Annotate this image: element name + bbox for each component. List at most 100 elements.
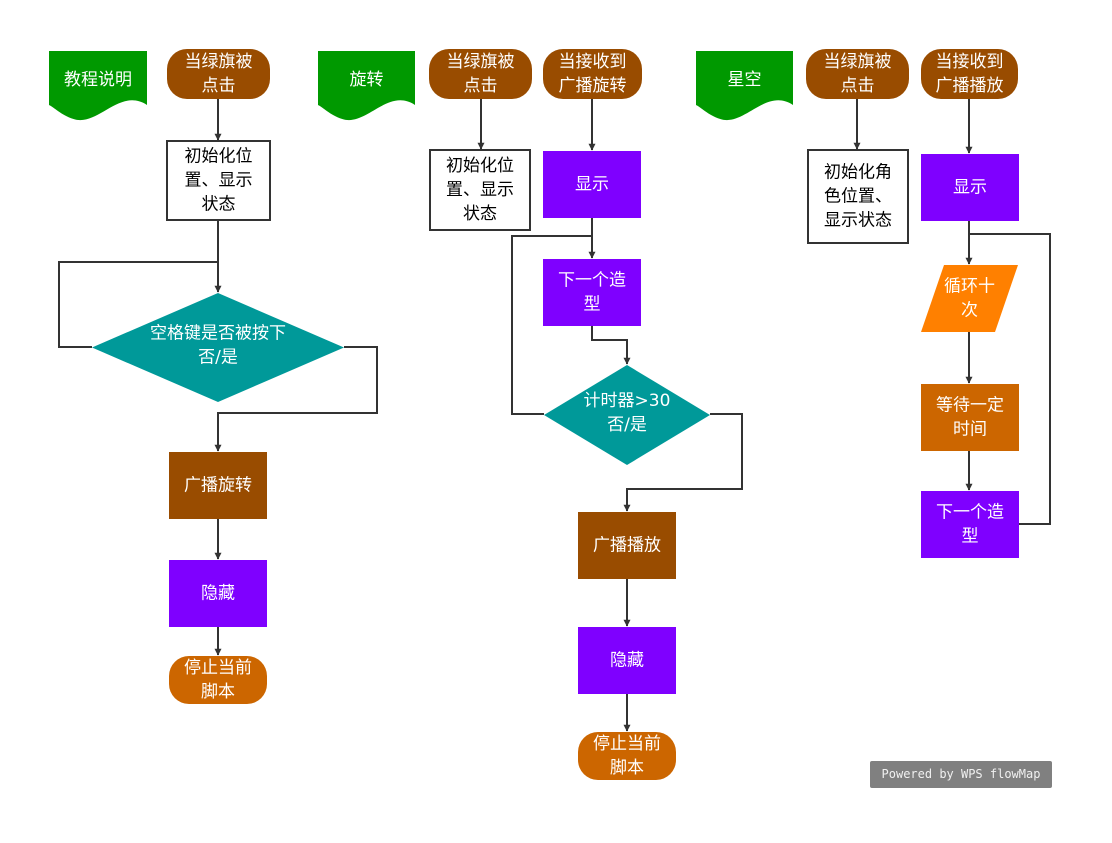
terminator-shape <box>429 49 532 99</box>
node-label: 显示 <box>575 175 609 195</box>
document-shape <box>318 51 415 121</box>
node-label: 型 <box>584 295 601 315</box>
diagram-title-1: 教程说明 <box>49 51 147 121</box>
edge-d2-loop-back <box>511 235 592 415</box>
node-label: 状态 <box>463 204 497 224</box>
node-label: 初始化位 <box>185 147 253 167</box>
edge-d1-loop-back <box>58 261 218 348</box>
decision-shape <box>544 365 710 465</box>
node-label: 型 <box>962 527 979 547</box>
process-shape <box>921 154 1019 221</box>
diagram-title-text: 教程说明 <box>64 70 132 90</box>
process-shape <box>169 452 267 519</box>
node-label: 下一个造 <box>936 503 1004 523</box>
node-d2-broadcast[interactable]: 广播播放 <box>578 512 676 579</box>
node-d3-show[interactable]: 显示 <box>921 154 1019 221</box>
node-label: 点击 <box>202 76 236 96</box>
terminator-shape <box>169 656 267 704</box>
node-label: 当绿旗被 <box>447 52 515 72</box>
node-d2-hide[interactable]: 隐藏 <box>578 627 676 694</box>
process-shape <box>578 627 676 694</box>
node-label: 显示 <box>953 178 987 198</box>
node-label: 停止当前 <box>184 658 252 678</box>
edge-d3-loop-back <box>969 233 1051 525</box>
diagram-title-text: 旋转 <box>350 70 384 90</box>
process-shape <box>921 384 1019 451</box>
process-box-shape <box>807 149 909 244</box>
node-label: 次 <box>961 301 978 321</box>
process-shape <box>169 560 267 627</box>
node-label: 显示状态 <box>824 211 892 231</box>
process-shape <box>921 491 1019 558</box>
diagram-title-2: 旋转 <box>318 51 415 121</box>
document-shape <box>696 51 793 121</box>
node-label: 广播播放 <box>936 76 1004 96</box>
document-shape <box>49 51 147 121</box>
node-label: 广播旋转 <box>559 76 627 96</box>
terminator-shape <box>806 49 909 99</box>
process-shape <box>543 259 641 326</box>
terminator-shape <box>543 49 642 99</box>
node-d2-show[interactable]: 显示 <box>543 151 641 218</box>
node-label: 隐藏 <box>201 584 235 604</box>
node-label: 当绿旗被 <box>185 52 253 72</box>
node-label: 置、显示 <box>185 171 253 191</box>
node-d1-broadcast[interactable]: 广播旋转 <box>169 452 267 519</box>
terminator-shape <box>578 732 676 780</box>
node-label: 状态 <box>202 195 236 215</box>
process-box-shape <box>429 149 531 231</box>
node-d2-decision[interactable]: 计时器>30 否/是 <box>544 365 710 465</box>
node-label: 初始化位 <box>446 156 514 176</box>
node-label: 点击 <box>841 76 875 96</box>
terminator-shape <box>167 49 270 99</box>
node-label: 停止当前 <box>593 734 661 754</box>
watermark-badge: Powered by WPS flowMap <box>870 761 1052 788</box>
decision-shape <box>92 293 344 402</box>
node-label: 当绿旗被 <box>824 52 892 72</box>
node-label: 等待一定 <box>936 396 1004 416</box>
node-d1-hide[interactable]: 隐藏 <box>169 560 267 627</box>
node-label: 脚本 <box>201 682 235 702</box>
edge-d2-yes-branch <box>623 413 743 512</box>
diagram-title-3: 星空 <box>696 51 793 121</box>
process-shape <box>543 151 641 218</box>
node-label: 循环十 <box>944 277 995 297</box>
process-shape <box>578 512 676 579</box>
node-label: 脚本 <box>610 758 644 778</box>
node-label: 时间 <box>953 420 987 440</box>
loop-shape <box>921 265 1018 332</box>
edge-d2-next-decision <box>591 326 631 365</box>
connectors <box>58 99 1051 732</box>
node-label: 广播旋转 <box>184 476 252 496</box>
diagram-title-text: 星空 <box>728 70 762 90</box>
node-label: 当接收到 <box>936 52 1004 72</box>
node-label: 点击 <box>464 76 498 96</box>
process-box-shape <box>166 140 271 221</box>
node-label: 隐藏 <box>610 651 644 671</box>
node-label: 否/是 <box>607 415 647 435</box>
edge-d1-yes-branch <box>214 346 378 452</box>
node-label: 计时器>30 <box>584 391 671 411</box>
node-label: 空格键是否被按下 <box>150 324 286 344</box>
node-label: 初始化角 <box>824 163 892 183</box>
node-label: 否/是 <box>198 348 238 368</box>
node-label: 广播播放 <box>593 536 661 556</box>
node-label: 色位置、 <box>824 187 892 207</box>
node-label: 下一个造 <box>558 271 626 291</box>
